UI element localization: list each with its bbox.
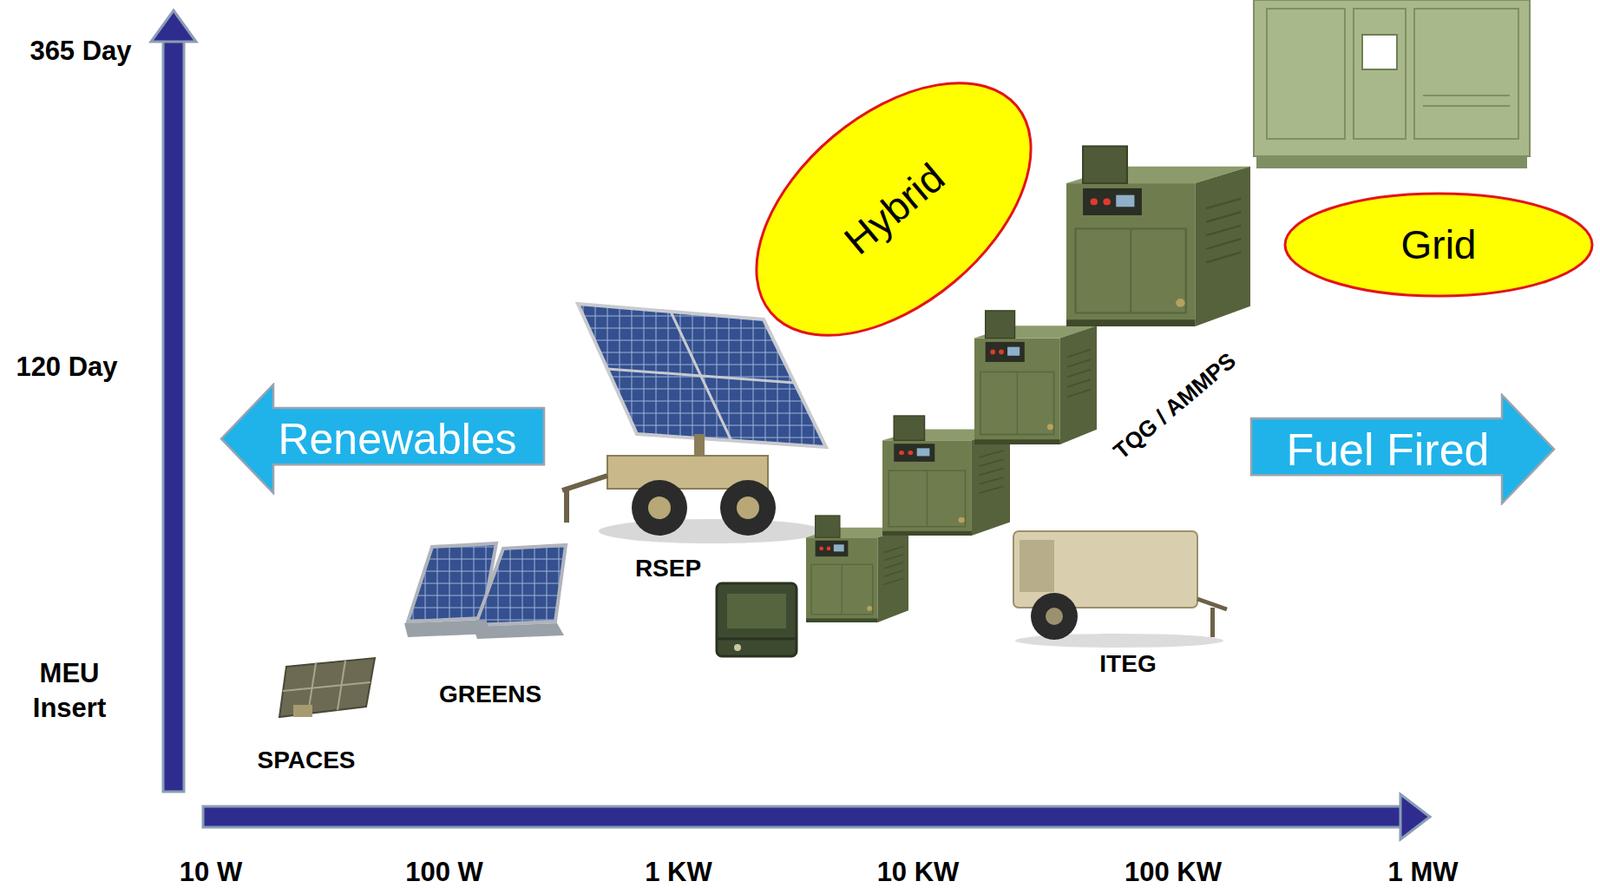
axis-label: 365 Day bbox=[29, 37, 132, 66]
equipment-label: RSEP bbox=[635, 555, 702, 581]
axis-label-holder: 365 Day bbox=[29, 37, 132, 66]
iteg-trailer bbox=[1013, 531, 1227, 648]
axis-tick-label: 10 W bbox=[179, 858, 243, 887]
equipment-label: SPACES bbox=[256, 747, 355, 773]
equipment-label: GREENS bbox=[439, 681, 542, 707]
axis-label: MEU Insert bbox=[32, 655, 106, 727]
grid-ellipse: Grid bbox=[1282, 190, 1595, 299]
equipment-label-holder: SPACES bbox=[256, 747, 355, 773]
axis-tick-label: 10 KW bbox=[877, 858, 960, 887]
spaces-solar-blanket bbox=[279, 657, 375, 717]
axis-tick-label-holder: 100 W bbox=[405, 858, 484, 887]
y-axis-arrow bbox=[150, 10, 197, 792]
equipment-label-holder: TQG / AMMPS bbox=[1109, 348, 1241, 465]
rsep-solar-trailer bbox=[562, 303, 827, 544]
generator-xlarge bbox=[1066, 145, 1251, 327]
axis-tick-label-holder: 10 KW bbox=[877, 858, 960, 887]
axis-tick-label-holder: 100 KW bbox=[1124, 858, 1222, 887]
node-label: Renewables bbox=[277, 417, 517, 461]
fuel-fired-arrow: Fuel Fired bbox=[1249, 393, 1556, 505]
axis-label: 120 Day bbox=[15, 353, 118, 382]
small-generator bbox=[716, 583, 797, 656]
x-axis-arrow bbox=[203, 793, 1430, 840]
axis-tick-label: 100 W bbox=[405, 858, 484, 887]
equipment-label-holder: GREENS bbox=[439, 681, 542, 707]
axis-tick-label: 1 MW bbox=[1388, 858, 1459, 887]
axis-tick-label: 100 KW bbox=[1124, 858, 1222, 887]
axis-label-holder: 120 Day bbox=[15, 353, 118, 382]
equipment-label: TQG / AMMPS bbox=[1109, 348, 1241, 465]
equipment-label: ITEG bbox=[1099, 650, 1156, 676]
node-label: Grid bbox=[1401, 224, 1477, 265]
greens-solar-panels bbox=[404, 543, 566, 639]
renewables-arrow: Renewables bbox=[219, 382, 546, 495]
axis-tick-label-holder: 1 MW bbox=[1388, 858, 1459, 887]
axis-tick-label-holder: 1 KW bbox=[644, 858, 713, 887]
equipment-label-holder: RSEP bbox=[635, 555, 702, 581]
large-genset bbox=[1253, 0, 1530, 169]
axis-tick-label: 1 KW bbox=[644, 858, 713, 887]
node-label: Fuel Fired bbox=[1285, 426, 1489, 473]
axis-tick-label-holder: 10 W bbox=[179, 858, 243, 887]
generator-large bbox=[974, 310, 1097, 445]
equipment-label-holder: ITEG bbox=[1099, 650, 1156, 676]
axis-label-holder: MEU Insert bbox=[32, 655, 106, 727]
